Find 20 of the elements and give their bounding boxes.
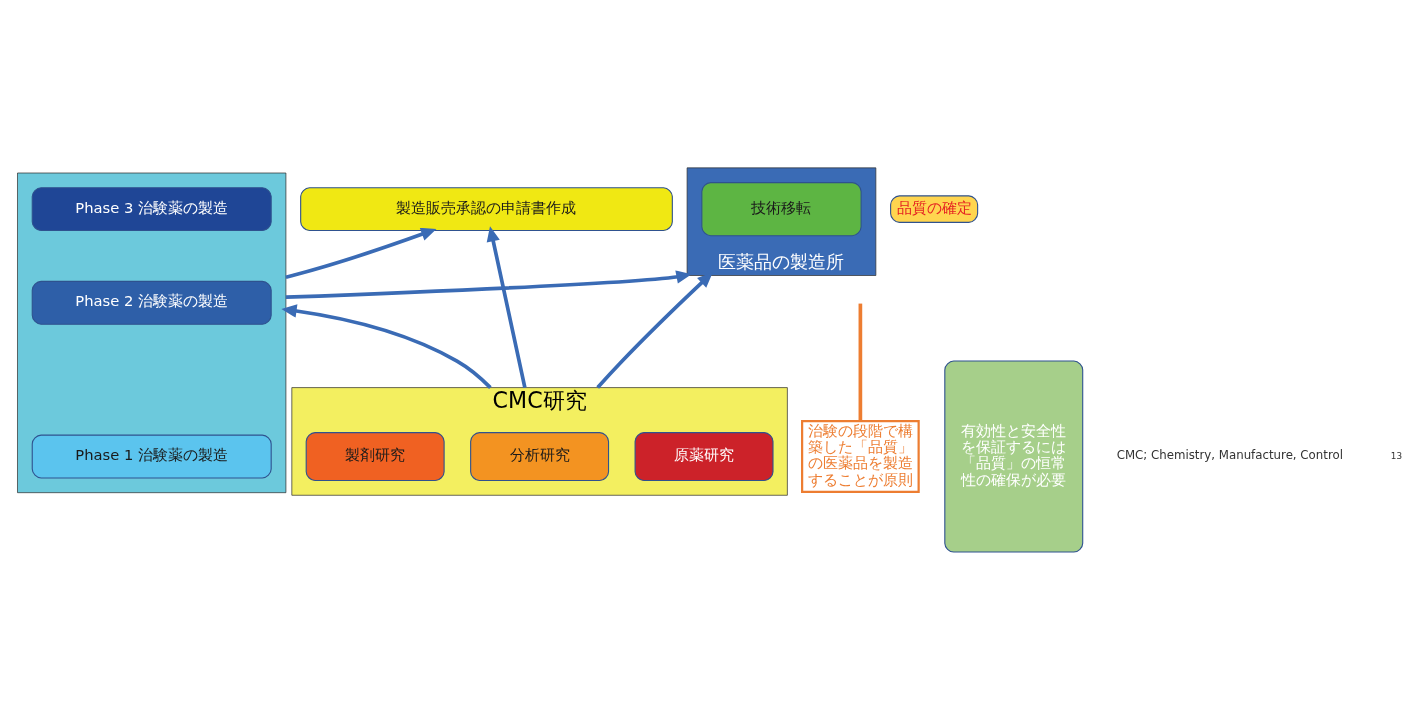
node-box: 有効性と安全性を保証するには「品質」の恒常性の確保が必要 xyxy=(944,360,1084,553)
arrow xyxy=(281,303,492,389)
node-box: 製造販売承認の申請書作成 xyxy=(300,186,673,231)
node-box: Phase 3 治験薬の製造 xyxy=(31,186,272,231)
node-box: Phase 2 治験薬の製造 xyxy=(31,280,272,325)
arrow xyxy=(596,271,713,389)
node-box: 治験の段階で構築した「品質」の医薬品を製造することが原則 xyxy=(801,419,920,493)
cluster xyxy=(17,172,287,493)
label: CMC; Chemistry, Manufacture, Control xyxy=(1116,447,1343,462)
arrow xyxy=(285,227,437,279)
connector xyxy=(858,303,863,421)
node-box: 品質の確定 xyxy=(890,194,979,223)
label: 13 xyxy=(1390,450,1403,461)
node-box: 分析研究 xyxy=(470,431,610,481)
node-box: 技術移転 xyxy=(701,181,862,236)
node-box: 原薬研究 xyxy=(634,431,774,481)
node-box: Phase 1 治験薬の製造 xyxy=(31,434,272,478)
node-box: 製剤研究 xyxy=(305,431,445,481)
arrow xyxy=(486,225,527,388)
arrow xyxy=(285,269,692,299)
